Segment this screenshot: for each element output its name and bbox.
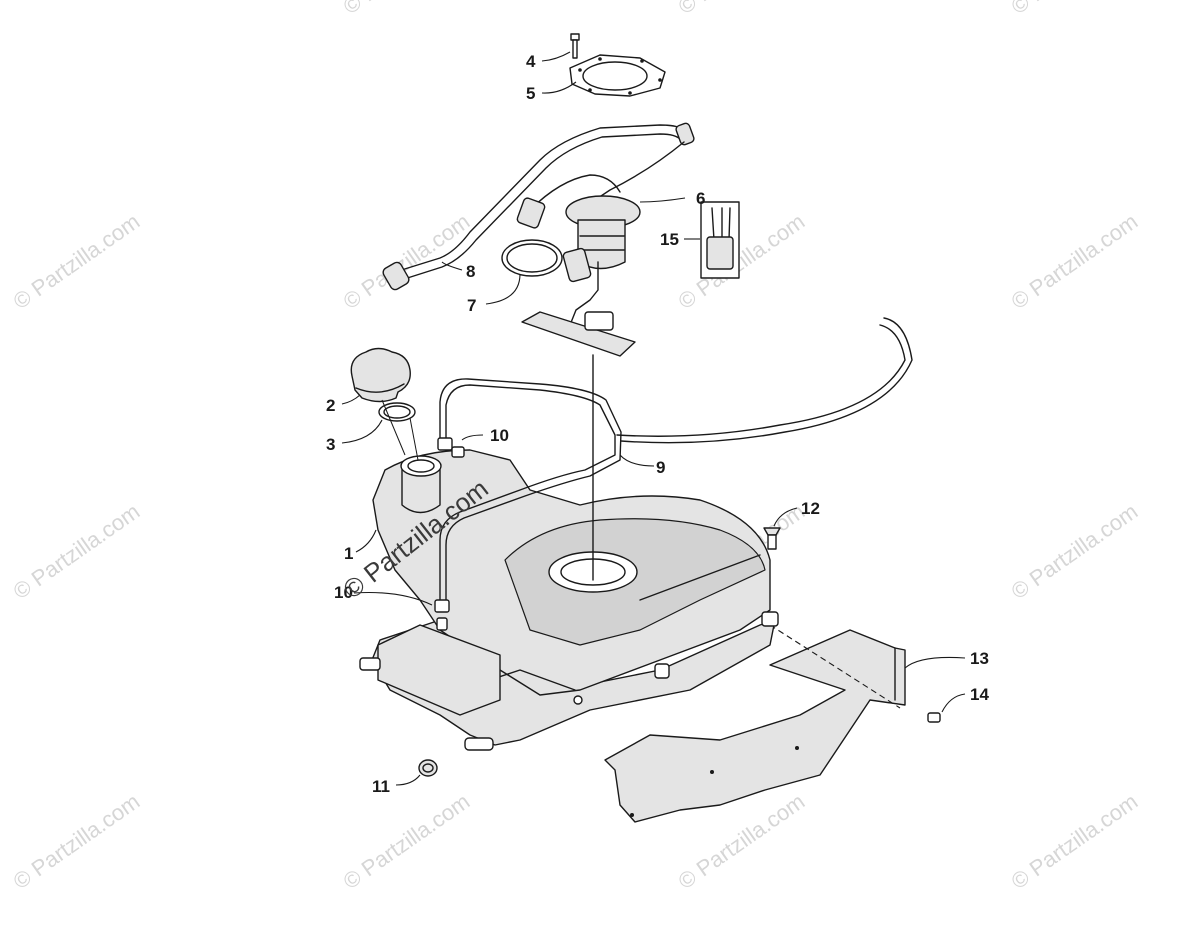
watermark: © Partzilla.com xyxy=(1007,0,1143,19)
watermark: © Partzilla.com xyxy=(1007,209,1143,315)
callout-10-lower: 10 xyxy=(334,583,353,602)
hose-clamps xyxy=(434,437,465,631)
watermark: © Partzilla.com xyxy=(9,209,145,315)
callout-4: 4 xyxy=(526,52,536,71)
fuel-line xyxy=(382,122,695,291)
screw xyxy=(927,712,941,723)
callout-9: 9 xyxy=(656,458,665,477)
wiring-harness xyxy=(700,201,740,279)
heat-shield xyxy=(604,624,906,823)
watermark: © Partzilla.com xyxy=(9,789,145,895)
watermark: © Partzilla.com xyxy=(674,209,810,315)
callout-2: 2 xyxy=(326,396,335,415)
callout-5: 5 xyxy=(526,84,535,103)
callout-13: 13 xyxy=(970,649,989,668)
pump-gasket xyxy=(501,239,563,277)
vent-hose xyxy=(439,317,913,601)
bolt xyxy=(570,33,580,59)
watermark-grid: © Partzilla.com © Partzilla.com © Partzi… xyxy=(9,0,1143,894)
drain-grommet xyxy=(418,759,438,777)
callout-14: 14 xyxy=(970,685,989,704)
callout-12: 12 xyxy=(801,499,820,518)
callout-1: 1 xyxy=(344,544,353,563)
fuel-cap-assembly xyxy=(350,347,442,514)
fuel-cap xyxy=(350,347,411,403)
callout-8: 8 xyxy=(466,262,475,281)
callout-labels: 4 5 6 15 7 8 2 3 10 9 1 10 12 13 14 11 xyxy=(326,52,989,796)
watermark: © Partzilla.com xyxy=(1007,789,1143,895)
leader-lines xyxy=(341,51,966,786)
push-rivet xyxy=(763,527,781,550)
watermark: © Partzilla.com xyxy=(674,0,810,19)
callout-15: 15 xyxy=(660,230,679,249)
watermark: © Partzilla.com xyxy=(339,0,475,19)
callout-7: 7 xyxy=(467,296,476,315)
fuel-pump xyxy=(516,174,641,581)
watermark: © Partzilla.com xyxy=(1007,499,1143,605)
watermark: © Partzilla.com xyxy=(9,499,145,605)
watermark: © Partzilla.com xyxy=(339,789,475,895)
fuel-tank xyxy=(359,449,779,751)
callout-10-upper: 10 xyxy=(490,426,509,445)
callout-11: 11 xyxy=(372,777,390,796)
pump-ring xyxy=(569,54,666,97)
callout-3: 3 xyxy=(326,435,335,454)
callout-6: 6 xyxy=(696,189,705,208)
